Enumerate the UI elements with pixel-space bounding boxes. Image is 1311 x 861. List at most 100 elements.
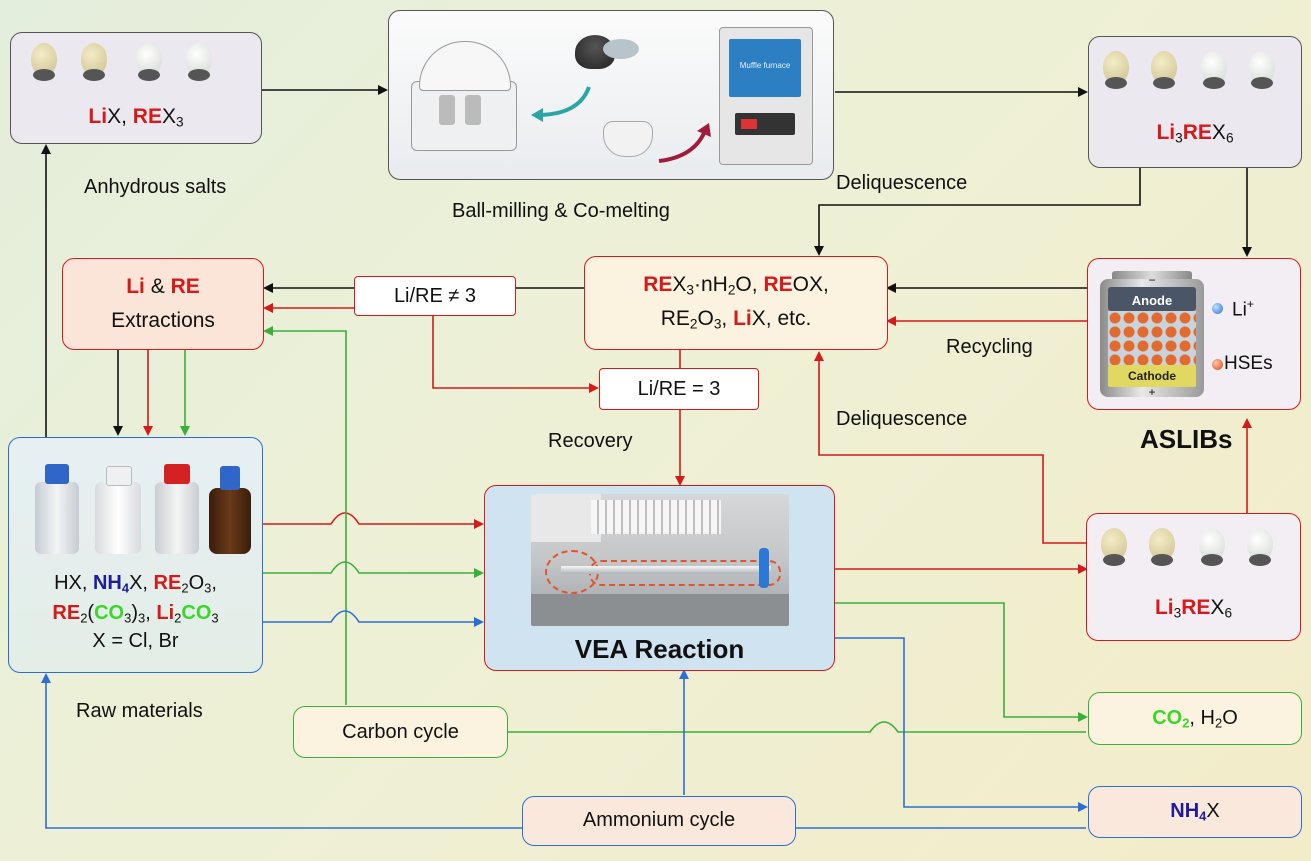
anhydrous-salts-box: LiX, REX3 xyxy=(10,32,262,144)
formula-sub: 2 xyxy=(1215,715,1223,731)
formula-part: X xyxy=(1211,121,1226,144)
formula-part: O xyxy=(188,572,205,594)
arrow-carbon-to-extractions xyxy=(263,326,347,705)
formula-part: Li xyxy=(733,307,752,330)
arrow-deliquescence-mid xyxy=(814,351,1086,544)
formula-part: RE xyxy=(643,273,673,296)
product-box-bottom: Li3REX6 xyxy=(1086,513,1301,641)
li-ion-label: Li+ xyxy=(1232,297,1254,321)
formula-part: RE xyxy=(660,307,690,330)
nh4x-output-label: NH4X xyxy=(1089,800,1301,823)
formula-part: CO xyxy=(181,602,212,624)
formula-part: Li xyxy=(126,275,145,298)
vea-apparatus-photo xyxy=(531,494,789,626)
formula-part: RE xyxy=(153,572,182,594)
formula-part: X, xyxy=(129,572,154,594)
formula-part: X xyxy=(161,105,176,128)
formula-sub: 3 xyxy=(124,610,132,626)
formula-part: , xyxy=(145,602,157,624)
formula-sub: 3 xyxy=(1175,130,1183,146)
reagent-bottle-icon xyxy=(35,464,79,554)
formula-part: , xyxy=(721,307,734,330)
nh4x-output-box: NH4X xyxy=(1088,786,1302,838)
hydrate-line2: RE2O3, LiX, etc. xyxy=(585,307,887,331)
arrow-ammonium-to-raw xyxy=(41,673,522,829)
formula-sub: 2 xyxy=(174,610,182,626)
formula-part: CO xyxy=(1152,707,1183,729)
arrow-ratio-ne-to-ratio-eq xyxy=(432,315,599,393)
formula-part: ) xyxy=(131,602,138,624)
formula-part: X, etc. xyxy=(751,307,812,330)
carbon-cycle-box: Carbon cycle xyxy=(293,706,508,758)
furnace-label: Muffle furnace xyxy=(739,61,791,70)
formula-sub: 6 xyxy=(1224,605,1233,621)
muffle-furnace-icon: Muffle furnace xyxy=(711,27,817,167)
battery-icon: − Anode Cathode + xyxy=(1098,271,1206,401)
formula-sub: 2 xyxy=(727,282,736,298)
formula-part: , xyxy=(211,572,217,594)
formula-part: RE xyxy=(132,105,162,128)
powder-pile-icon xyxy=(136,43,162,85)
reagent-bottle-icon xyxy=(209,466,251,554)
formula-part: RE xyxy=(170,275,200,298)
product-box-top: Li3REX6 xyxy=(1088,36,1302,168)
ratio-eq-box: Li/RE = 3 xyxy=(599,368,759,410)
formula-part: CO xyxy=(94,602,125,624)
formula-part: ·nH xyxy=(693,273,728,296)
raw-materials-caption: Raw materials xyxy=(76,700,203,722)
formula-part: NH xyxy=(1170,800,1200,822)
ammonium-cycle-box: Ammonium cycle xyxy=(522,796,796,846)
formula-part: NH xyxy=(92,572,122,594)
formula-part: OX, xyxy=(792,273,829,296)
formula-sub: 6 xyxy=(1225,130,1234,146)
formula-sub: 2 xyxy=(181,580,189,596)
formula-sub: 2 xyxy=(689,316,698,332)
ratio-eq-label: Li/RE = 3 xyxy=(637,378,721,400)
powder-pile-icon xyxy=(186,43,212,85)
hydrate-box: REX3·nH2O, REOX, RE2O3, LiX, etc. xyxy=(584,256,888,350)
formula-part: ( xyxy=(87,602,95,624)
hse-dot-icon xyxy=(1212,359,1223,370)
battery-plus: + xyxy=(1148,385,1156,399)
vea-reaction-title: VEA Reaction xyxy=(574,634,745,664)
crucible-icon xyxy=(603,121,653,157)
formula-part: O, xyxy=(735,273,764,296)
co2-output-box: CO2, H2O xyxy=(1088,692,1302,745)
powder-pile-icon xyxy=(1149,528,1175,570)
formula-sub: 3 xyxy=(175,114,184,130)
formula-sub: 3 xyxy=(1173,605,1182,621)
hydrate-line1: REX3·nH2O, REOX, xyxy=(585,273,887,297)
formula-sub: 3 xyxy=(138,610,146,626)
powder-pile-icon xyxy=(1249,51,1275,93)
formula-part: Li xyxy=(156,602,175,624)
battery-cathode-label: Cathode xyxy=(1128,369,1176,383)
formula-sub: 3 xyxy=(204,580,212,596)
ratio-ne-box: Li/RE ≠ 3 xyxy=(354,276,516,316)
recovery-label: Recovery xyxy=(548,430,633,452)
ammonium-cycle-label: Ammonium cycle xyxy=(582,809,736,831)
formula-part: & xyxy=(144,275,171,298)
formula-part: RE xyxy=(1182,121,1212,144)
formula-sub: 3 xyxy=(713,316,722,332)
reagent-bottle-icon xyxy=(95,466,141,554)
li-ion-dot-icon xyxy=(1212,303,1223,314)
battery-anode-label: Anode xyxy=(1131,293,1173,308)
arrow-deliquescence-top xyxy=(814,168,1141,256)
formula-part: X xyxy=(1210,596,1225,619)
raw-materials-box: HX, NH4X, RE2O3, RE2(CO3)3, Li2CO3 X = C… xyxy=(8,437,263,673)
battery-minus: − xyxy=(1148,273,1156,287)
formula-part: Li xyxy=(1232,299,1247,321)
powder-pile-icon xyxy=(1101,528,1127,570)
arrow-raw-to-vea-blue xyxy=(263,610,484,627)
formula-part: H xyxy=(1200,707,1215,729)
reagent-bottle-icon xyxy=(155,464,199,554)
deliquescence-mid-label: Deliquescence xyxy=(836,408,968,430)
anhydrous-salts-formula: LiX, REX3 xyxy=(11,105,261,129)
formula-part: , xyxy=(1189,707,1201,729)
powder-pile-icon xyxy=(1199,528,1225,570)
formula-part: X, xyxy=(107,105,133,128)
formula-part: Li xyxy=(88,105,108,128)
formula-sub: 4 xyxy=(1199,808,1207,824)
